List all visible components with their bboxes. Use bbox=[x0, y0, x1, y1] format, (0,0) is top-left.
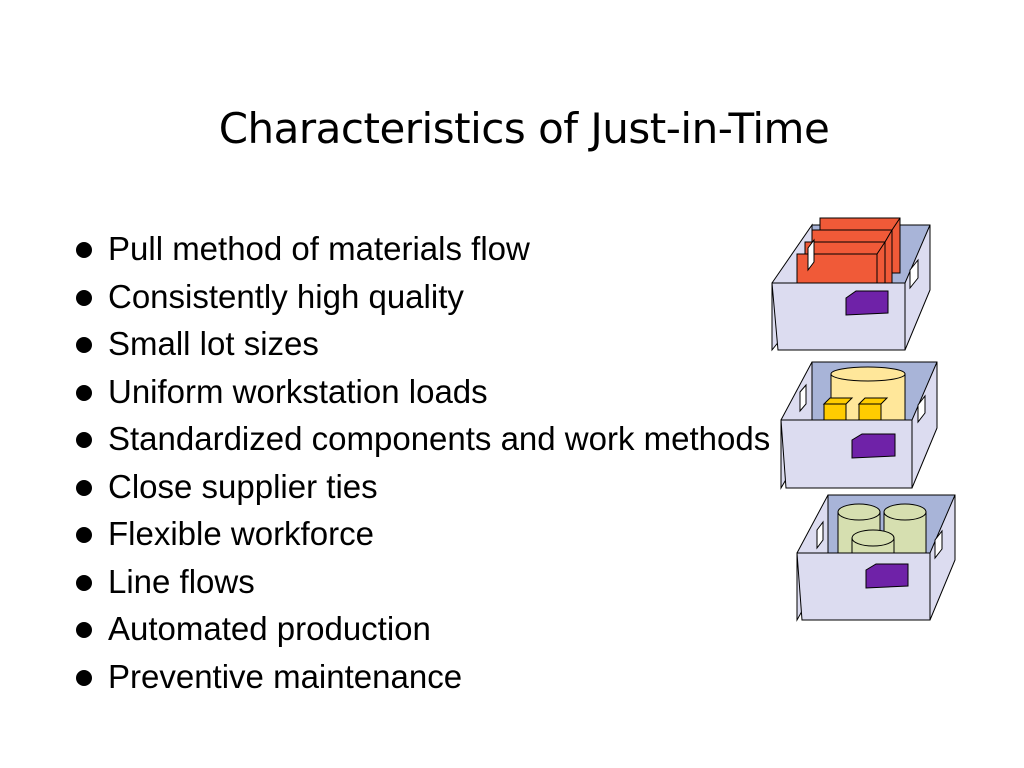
label-tag-icon bbox=[865, 563, 909, 589]
bullet-text: Uniform workstation loads bbox=[108, 372, 488, 410]
bullet-dot-icon bbox=[76, 479, 92, 496]
bin-top bbox=[771, 217, 931, 352]
bullet-dot-icon bbox=[76, 289, 92, 306]
bullet-dot-icon bbox=[76, 432, 92, 448]
bin-middle bbox=[780, 361, 938, 490]
bullet-text: Flexible workforce bbox=[108, 515, 374, 552]
bullet-dot-icon bbox=[76, 669, 92, 686]
bullet-text: Small lot sizes bbox=[108, 325, 319, 362]
bullet-dot-icon bbox=[76, 242, 92, 258]
slide-title: Characteristics of Just-in-Time bbox=[218, 104, 830, 153]
bullet-text: Pull method of materials flow bbox=[108, 230, 530, 267]
bullet-item: Preventive maintenance bbox=[74, 653, 770, 701]
bullet-text: Standardized components and work methods bbox=[108, 420, 771, 457]
bullet-list: Pull method of materials flow Consistent… bbox=[74, 225, 770, 700]
bullet-dot-icon bbox=[76, 384, 92, 401]
bullet-text: Line flows bbox=[108, 562, 255, 600]
bullet-item: Uniform workstation loads bbox=[74, 368, 770, 416]
bullet-item: Flexible workforce bbox=[74, 510, 770, 558]
bullet-text: Preventive maintenance bbox=[108, 657, 463, 695]
stacked-bins-illustration bbox=[771, 217, 956, 622]
bullet-text: Close supplier ties bbox=[108, 467, 378, 505]
red-boxes bbox=[796, 217, 901, 298]
label-tag-icon bbox=[851, 433, 896, 459]
bullet-dot-icon bbox=[76, 574, 92, 591]
bullet-item: Close supplier ties bbox=[74, 463, 770, 511]
bullet-text: Consistently high quality bbox=[108, 277, 464, 315]
bullet-item: Line flows bbox=[74, 558, 770, 606]
bullet-item: Consistently high quality bbox=[74, 273, 770, 321]
bullet-item: Pull method of materials flow bbox=[74, 225, 770, 273]
bin-bottom bbox=[796, 494, 956, 622]
bullet-item: Standardized components and work methods bbox=[74, 415, 770, 463]
bullet-dot-icon bbox=[76, 337, 92, 353]
label-tag-icon bbox=[845, 290, 889, 316]
small-yellow-boxes bbox=[822, 397, 889, 425]
bullet-dot-icon bbox=[76, 527, 92, 543]
bullet-item: Small lot sizes bbox=[74, 320, 770, 368]
bullet-dot-icon bbox=[76, 622, 92, 638]
bullet-text: Automated production bbox=[108, 610, 431, 647]
bullet-item: Automated production bbox=[74, 605, 770, 653]
green-cylinders bbox=[837, 503, 927, 559]
